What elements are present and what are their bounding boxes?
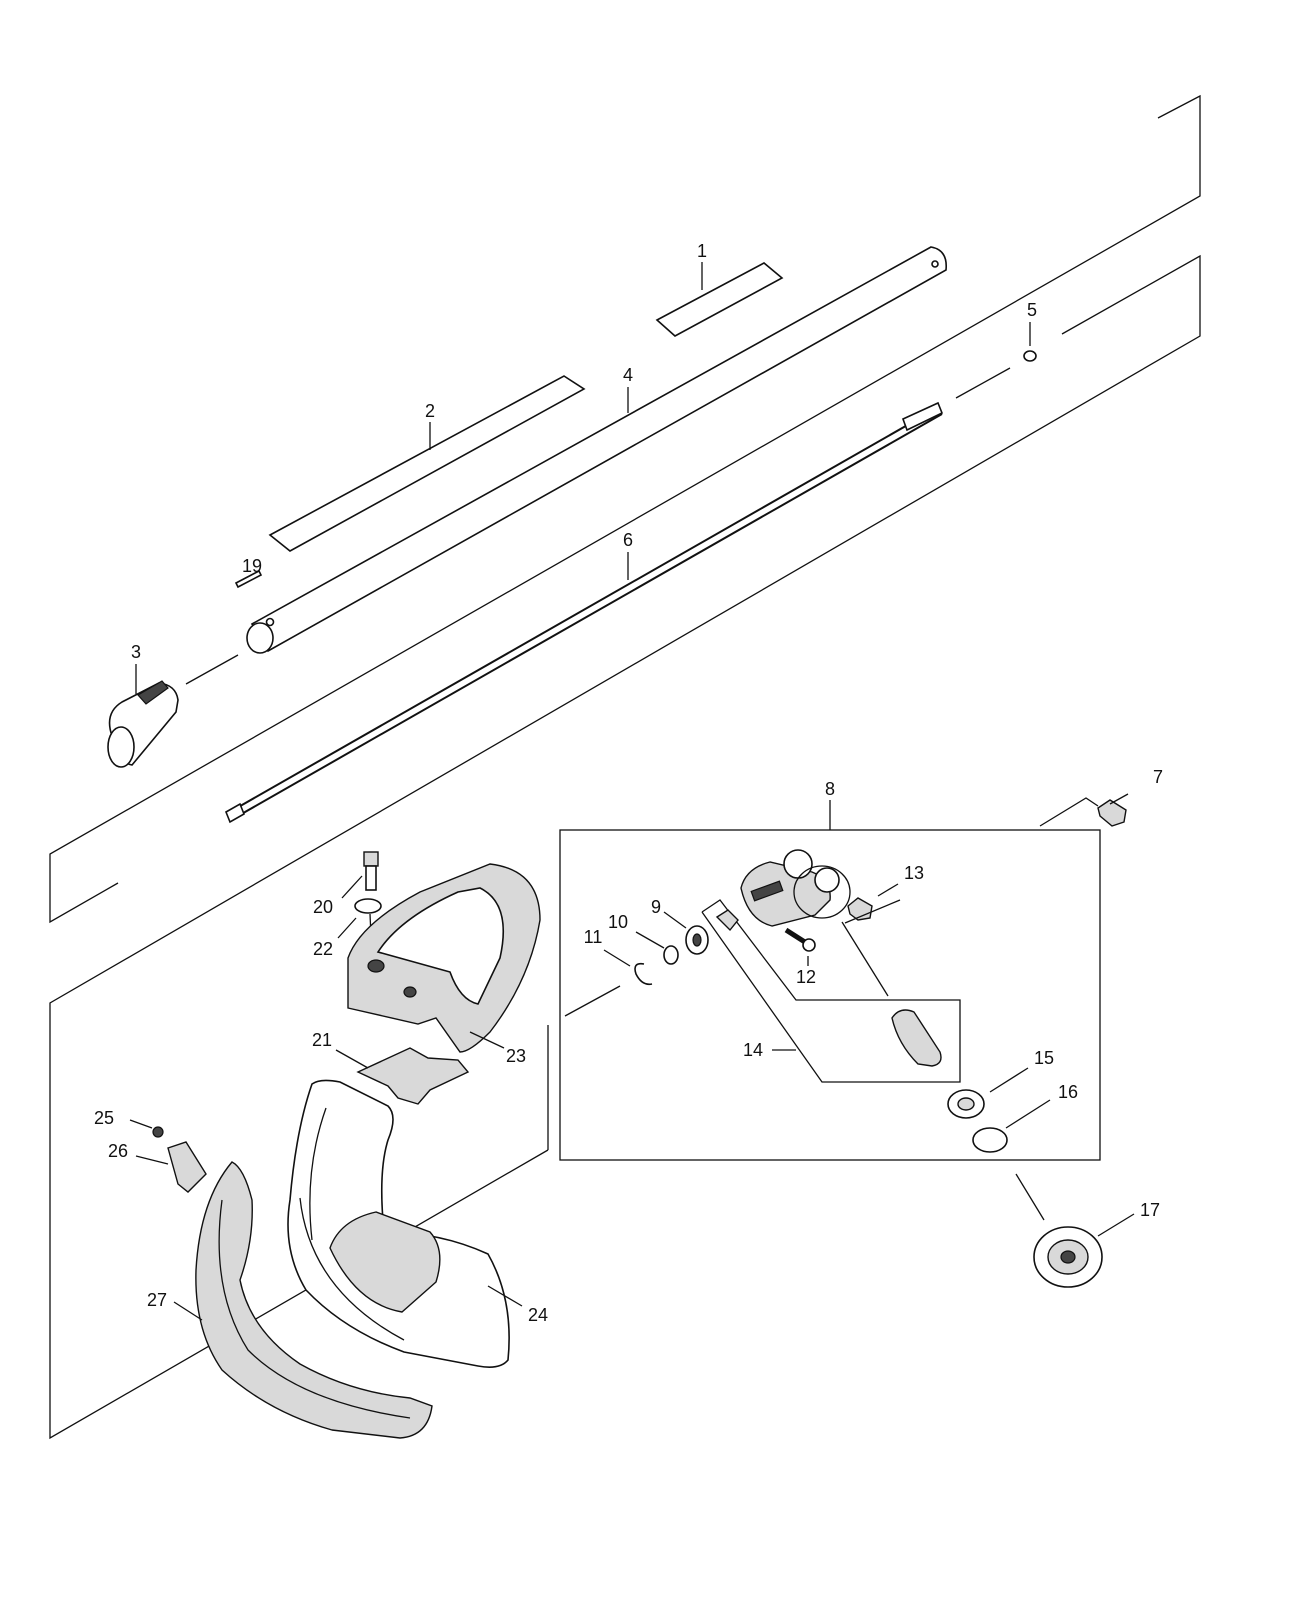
callout-24: 24 (528, 1305, 548, 1325)
shaft-group-frame (49, 94, 1201, 1440)
part-8-gear-head-box (559, 800, 1101, 1161)
part-9-bearing (663, 911, 709, 955)
part-15-bearing (947, 1067, 1029, 1119)
callout-labels: 1 2 3 4 5 6 7 8 9 10 11 12 13 14 15 16 1… (94, 241, 1163, 1325)
part-21-plate (335, 1047, 470, 1105)
part-17-receiver-washer (1015, 1173, 1135, 1288)
leader-3-4 (185, 654, 239, 685)
part-11-circlip (603, 949, 653, 986)
callout-22: 22 (313, 939, 333, 959)
callout-15: 15 (1034, 1048, 1054, 1068)
callout-5: 5 (1027, 300, 1037, 320)
part-2-label-strip (268, 375, 586, 552)
part-25-screw (129, 1119, 164, 1138)
part-23-guard-bracket (347, 863, 541, 1053)
part-3-end-cap (107, 680, 179, 768)
callout-23: 23 (506, 1046, 526, 1066)
callout-16: 16 (1058, 1082, 1078, 1102)
part-19-pin (234, 569, 263, 589)
callout-3: 3 (131, 642, 141, 662)
callout-4: 4 (623, 365, 633, 385)
callout-14: 14 (743, 1040, 763, 1060)
part-20-bolt (341, 851, 379, 899)
callout-21: 21 (312, 1030, 332, 1050)
callout-2: 2 (425, 401, 435, 421)
callout-1: 1 (697, 241, 707, 261)
part-7-bolt (1039, 793, 1129, 827)
part-14-spindle-outline (701, 899, 961, 1083)
part-6-drive-shaft (224, 401, 944, 824)
callout-6: 6 (623, 530, 633, 550)
part-13-bolt (847, 883, 899, 921)
callout-25: 25 (94, 1108, 114, 1128)
callout-7: 7 (1153, 767, 1163, 787)
callout-26: 26 (108, 1141, 128, 1161)
part-16-circlip (972, 1099, 1051, 1153)
part-5-circlip (1023, 322, 1037, 362)
callout-20: 20 (313, 897, 333, 917)
part-4-shaft-tube (246, 246, 948, 654)
callout-17: 17 (1140, 1200, 1160, 1220)
part-26-cutter-blade (135, 1141, 207, 1193)
part-1-label-strip (655, 262, 784, 337)
callout-8: 8 (825, 779, 835, 799)
part-27-guard-extension (173, 1161, 433, 1439)
gear-head-housing (740, 849, 851, 927)
part-24-guard (287, 1079, 523, 1368)
part-10-washer (635, 931, 679, 965)
callout-27: 27 (147, 1290, 167, 1310)
callout-13: 13 (904, 863, 924, 883)
leader-5-6 (955, 367, 1011, 399)
callout-11: 11 (584, 927, 603, 947)
part-12-screw (784, 927, 816, 966)
callout-12: 12 (796, 967, 816, 987)
callout-10: 10 (608, 912, 628, 932)
callout-9: 9 (651, 897, 661, 917)
callout-19: 19 (242, 556, 262, 576)
